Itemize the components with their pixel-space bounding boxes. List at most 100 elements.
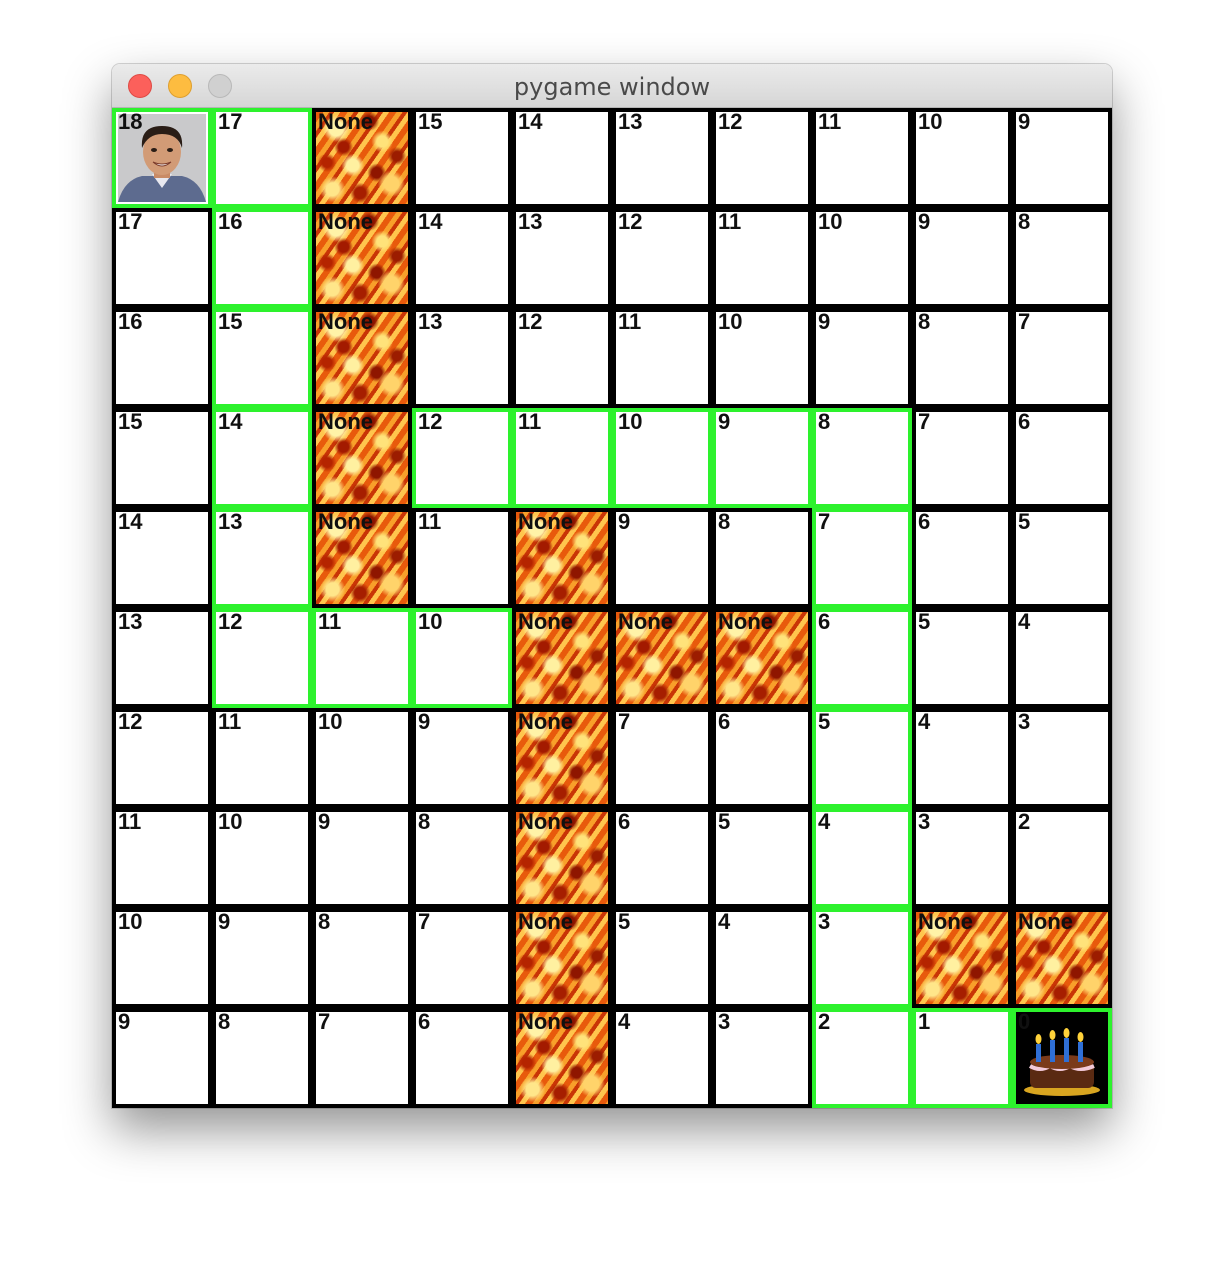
grid-cell[interactable]: 10 xyxy=(312,708,412,808)
grid-cell[interactable]: 9 xyxy=(412,708,512,808)
grid-cell[interactable]: 15 xyxy=(112,408,212,508)
fire-cell[interactable]: None xyxy=(1012,908,1112,1008)
fire-cell[interactable]: None xyxy=(712,608,812,708)
grid-cell[interactable]: 9 xyxy=(1012,108,1112,208)
grid-cell[interactable]: 9 xyxy=(312,808,412,908)
grid-cell[interactable]: 4 xyxy=(1012,608,1112,708)
grid-cell[interactable]: 10 xyxy=(112,908,212,1008)
grid-cell[interactable]: 16 xyxy=(112,308,212,408)
fire-cell[interactable]: None xyxy=(312,508,412,608)
grid-cell[interactable]: 9 xyxy=(612,508,712,608)
path-cell[interactable]: 11 xyxy=(312,608,412,708)
fire-cell[interactable]: None xyxy=(512,608,612,708)
grid-cell[interactable]: 8 xyxy=(212,1008,312,1108)
fire-cell[interactable]: None xyxy=(512,508,612,608)
grid-cell[interactable]: 10 xyxy=(912,108,1012,208)
path-cell[interactable]: 12 xyxy=(412,408,512,508)
grid-cell[interactable]: 14 xyxy=(112,508,212,608)
path-cell[interactable]: 6 xyxy=(812,608,912,708)
path-cell[interactable]: 7 xyxy=(812,508,912,608)
path-cell[interactable]: 15 xyxy=(212,308,312,408)
fire-cell[interactable]: None xyxy=(312,408,412,508)
grid-cell[interactable]: 9 xyxy=(212,908,312,1008)
grid-cell[interactable]: 3 xyxy=(1012,708,1112,808)
grid-cell[interactable]: 10 xyxy=(712,308,812,408)
grid-cell[interactable]: 11 xyxy=(812,108,912,208)
grid-cell[interactable]: 14 xyxy=(412,208,512,308)
grid-cell[interactable]: 5 xyxy=(912,608,1012,708)
path-cell[interactable]: 4 xyxy=(812,808,912,908)
path-cell[interactable]: 9 xyxy=(712,408,812,508)
grid-cell[interactable]: 7 xyxy=(312,1008,412,1108)
grid-cell[interactable]: 6 xyxy=(1012,408,1112,508)
path-cell[interactable]: 10 xyxy=(412,608,512,708)
grid-cell[interactable]: 15 xyxy=(412,108,512,208)
grid-cell[interactable]: 13 xyxy=(412,308,512,408)
grid-cell[interactable]: 12 xyxy=(112,708,212,808)
path-cell[interactable]: 13 xyxy=(212,508,312,608)
grid-cell[interactable]: 4 xyxy=(912,708,1012,808)
grid-cell[interactable]: 11 xyxy=(712,208,812,308)
grid-cell[interactable]: 14 xyxy=(512,108,612,208)
grid-cell[interactable]: 6 xyxy=(712,708,812,808)
minimize-button[interactable] xyxy=(168,74,192,98)
grid-cell[interactable]: 13 xyxy=(112,608,212,708)
grid-cell[interactable]: 11 xyxy=(212,708,312,808)
grid-cell[interactable]: 8 xyxy=(312,908,412,1008)
grid-cell[interactable]: 5 xyxy=(1012,508,1112,608)
fire-cell[interactable]: None xyxy=(512,908,612,1008)
grid-cell[interactable]: 2 xyxy=(1012,808,1112,908)
title-bar[interactable]: pygame window xyxy=(112,64,1112,108)
grid-cell[interactable]: 11 xyxy=(112,808,212,908)
path-cell[interactable]: 16 xyxy=(212,208,312,308)
grid-cell[interactable]: 13 xyxy=(512,208,612,308)
grid-cell[interactable]: 11 xyxy=(412,508,512,608)
path-cell[interactable]: 10 xyxy=(612,408,712,508)
path-cell[interactable]: 3 xyxy=(812,908,912,1008)
grid-cell[interactable]: 5 xyxy=(712,808,812,908)
zoom-button[interactable] xyxy=(208,74,232,98)
fire-cell[interactable]: None xyxy=(912,908,1012,1008)
fire-cell[interactable]: None xyxy=(312,308,412,408)
grid-cell[interactable]: 5 xyxy=(612,908,712,1008)
path-cell[interactable]: 1 xyxy=(912,1008,1012,1108)
grid-cell[interactable]: 9 xyxy=(112,1008,212,1108)
path-cell[interactable]: 12 xyxy=(212,608,312,708)
fire-cell[interactable]: None xyxy=(312,108,412,208)
close-button[interactable] xyxy=(128,74,152,98)
fire-cell[interactable]: None xyxy=(512,708,612,808)
grid-cell[interactable]: 6 xyxy=(612,808,712,908)
grid-cell[interactable]: 7 xyxy=(612,708,712,808)
grid-cell[interactable]: 7 xyxy=(1012,308,1112,408)
grid-cell[interactable]: 7 xyxy=(412,908,512,1008)
grid-cell[interactable]: 10 xyxy=(212,808,312,908)
path-cell[interactable]: 2 xyxy=(812,1008,912,1108)
path-cell[interactable]: 17 xyxy=(212,108,312,208)
grid-cell[interactable]: 3 xyxy=(912,808,1012,908)
grid-cell[interactable]: 4 xyxy=(612,1008,712,1108)
grid-cell[interactable]: 8 xyxy=(412,808,512,908)
grid-cell[interactable]: 13 xyxy=(612,108,712,208)
grid-cell[interactable]: 3 xyxy=(712,1008,812,1108)
grid-cell[interactable]: 6 xyxy=(912,508,1012,608)
grid-cell[interactable]: 11 xyxy=(612,308,712,408)
grid-cell[interactable]: 12 xyxy=(512,308,612,408)
grid-cell[interactable]: 8 xyxy=(712,508,812,608)
grid-cell[interactable]: 12 xyxy=(712,108,812,208)
grid-cell[interactable]: 9 xyxy=(812,308,912,408)
grid-cell[interactable]: 9 xyxy=(912,208,1012,308)
path-cell[interactable]: 5 xyxy=(812,708,912,808)
grid-cell[interactable]: 8 xyxy=(912,308,1012,408)
grid-cell[interactable]: 12 xyxy=(612,208,712,308)
grid-cell[interactable]: 17 xyxy=(112,208,212,308)
grid-cell[interactable]: 7 xyxy=(912,408,1012,508)
fire-cell[interactable]: None xyxy=(512,1008,612,1108)
fire-cell[interactable]: None xyxy=(312,208,412,308)
path-cell[interactable]: 14 xyxy=(212,408,312,508)
fire-cell[interactable]: None xyxy=(612,608,712,708)
fire-cell[interactable]: None xyxy=(512,808,612,908)
start-cell[interactable]: 18 xyxy=(112,108,212,208)
path-cell[interactable]: 11 xyxy=(512,408,612,508)
grid-cell[interactable]: 8 xyxy=(1012,208,1112,308)
